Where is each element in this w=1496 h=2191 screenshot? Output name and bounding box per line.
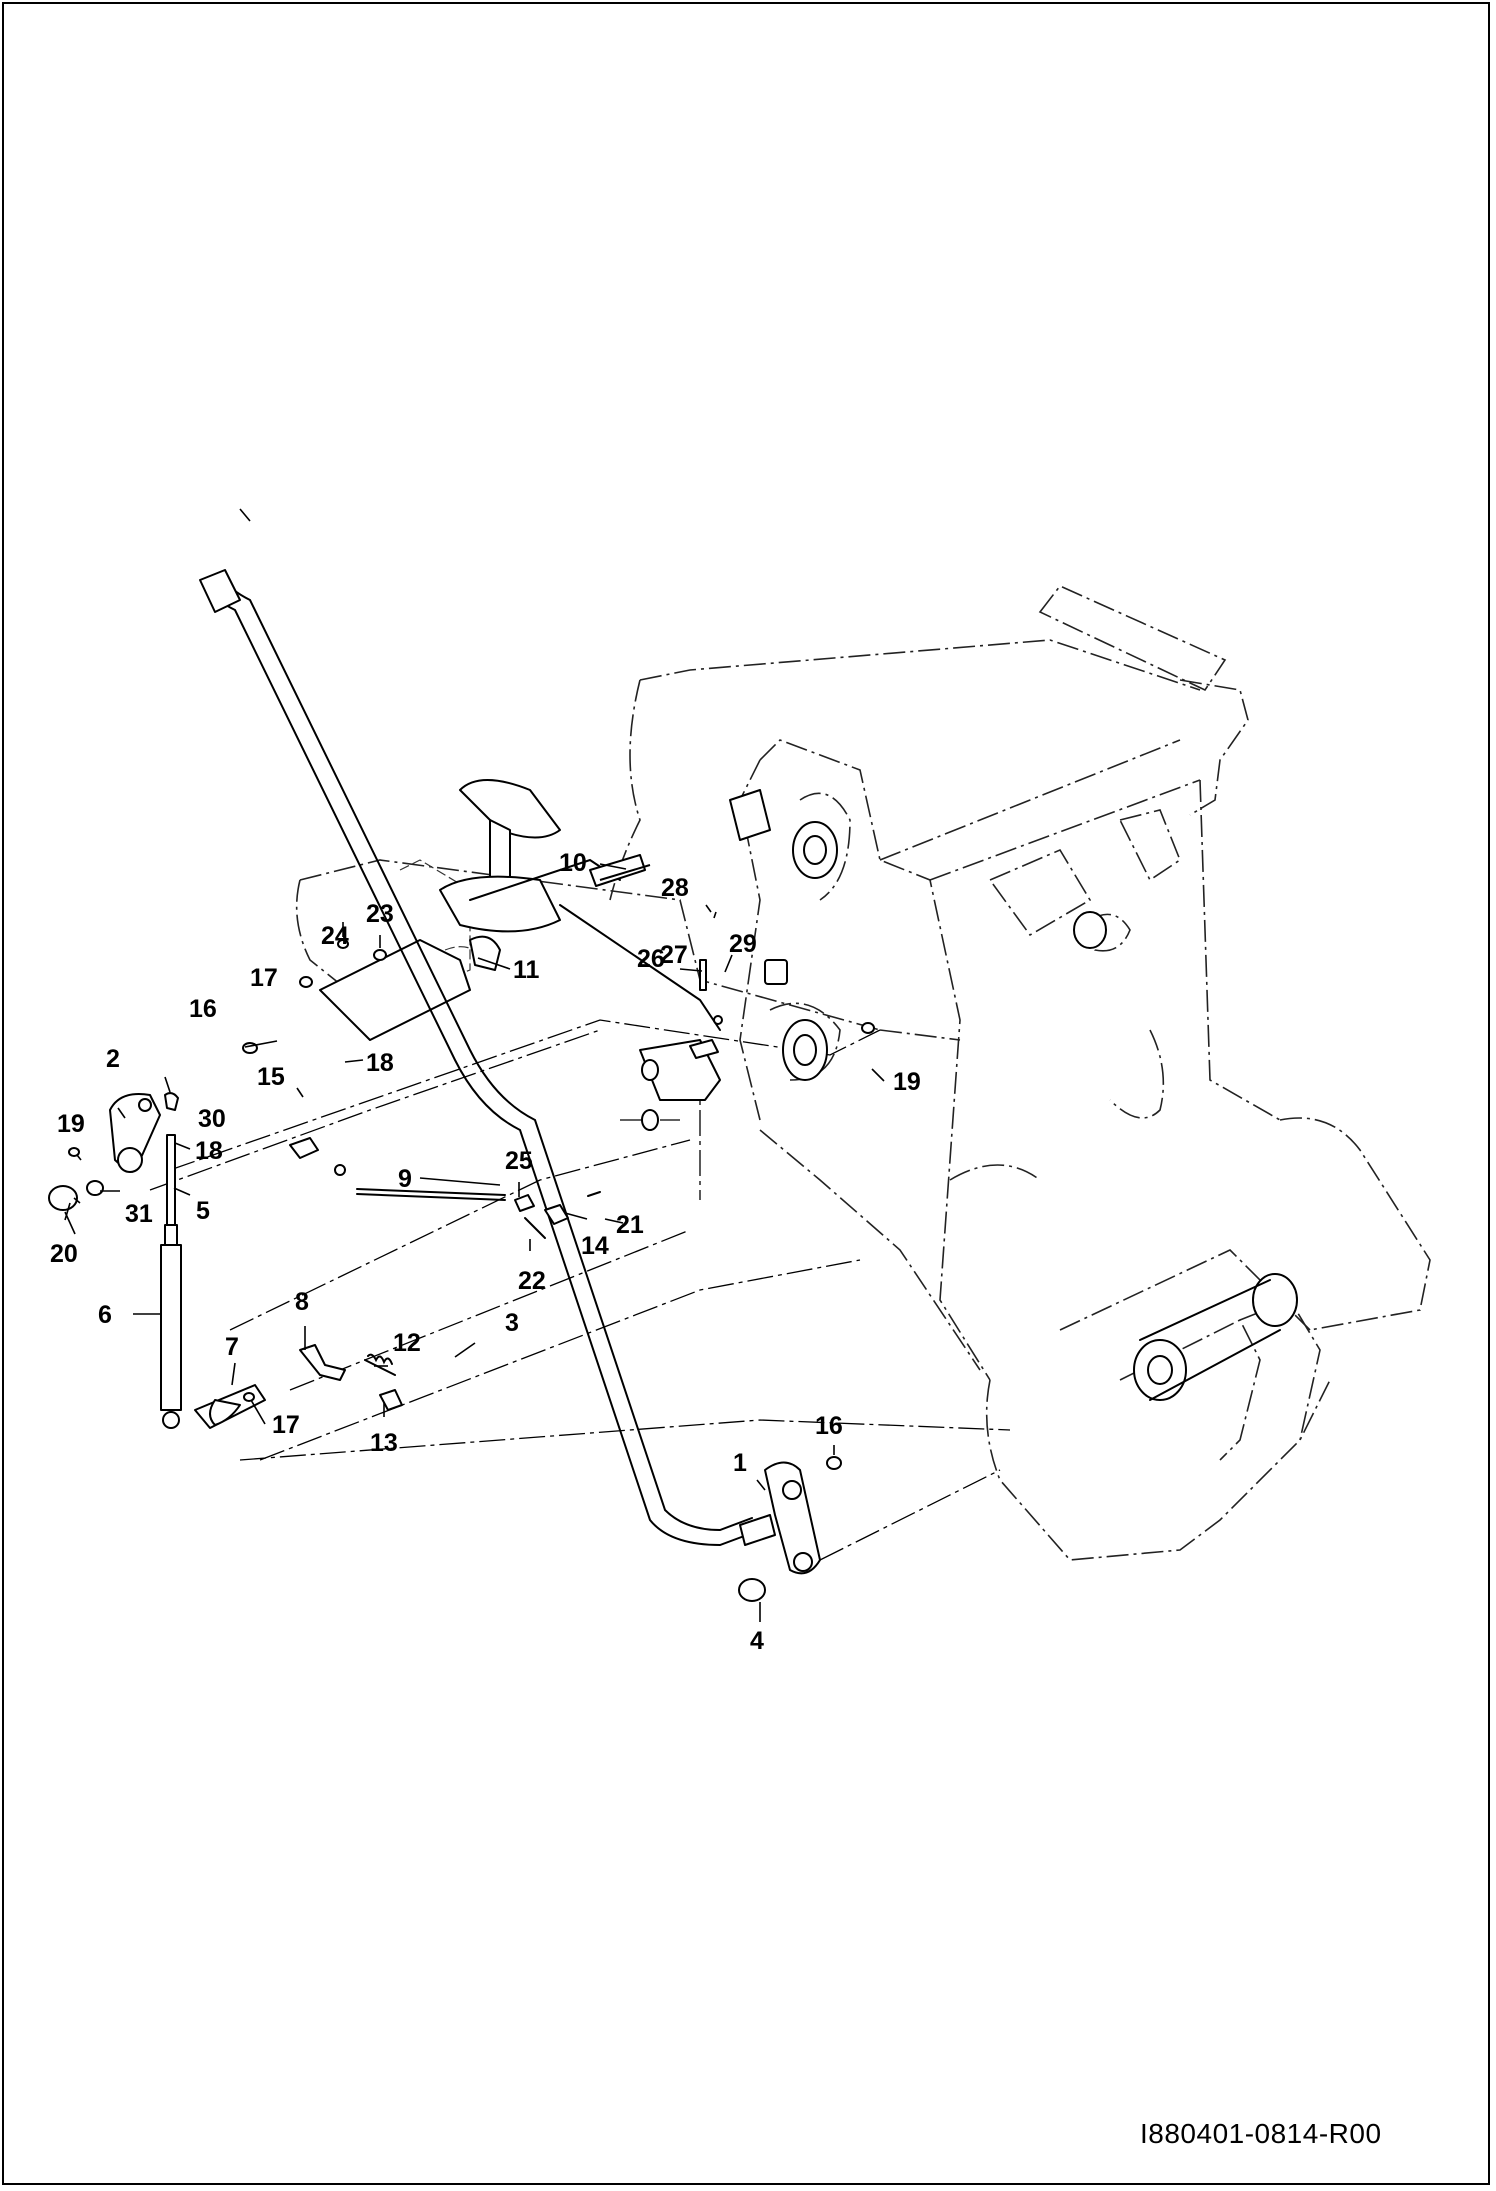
callout-5: 5 — [196, 1197, 210, 1225]
callout-7: 7 — [225, 1333, 239, 1361]
callout-11: 11 — [513, 956, 540, 984]
callout-30: 30 — [198, 1105, 226, 1133]
callout-2: 2 — [106, 1045, 120, 1073]
callout-22: 22 — [518, 1267, 546, 1295]
callout-19b: 19 — [893, 1068, 921, 1096]
callout-4: 4 — [750, 1627, 764, 1655]
callout-10: 10 — [559, 849, 587, 877]
cross-rod — [199, 569, 756, 1547]
leader-lines — [64, 508, 885, 1622]
callout-26: 26 — [637, 945, 665, 973]
assembly-centerlines — [149, 1019, 1011, 1561]
callout-21: 21 — [616, 1211, 644, 1239]
callout-16a: 16 — [189, 995, 217, 1023]
callout-25: 25 — [505, 1147, 533, 1175]
machine-frame-phantom — [295, 585, 1431, 1561]
small-parts — [194, 939, 875, 1429]
callout-18a: 18 — [366, 1049, 394, 1077]
frame-details — [639, 789, 1298, 1401]
callout-17a: 17 — [250, 964, 278, 992]
callout-14: 14 — [581, 1232, 609, 1260]
callout-24: 24 — [321, 922, 349, 950]
callout-31: 31 — [125, 1200, 153, 1228]
callout-13: 13 — [370, 1429, 398, 1457]
callout-15: 15 — [257, 1063, 285, 1091]
callout-20: 20 — [50, 1240, 78, 1268]
callout-9: 9 — [398, 1165, 412, 1193]
callout-12: 12 — [393, 1329, 421, 1357]
callout-17b: 17 — [272, 1411, 300, 1439]
callout-29: 29 — [729, 930, 757, 958]
left-linkage — [48, 1092, 182, 1429]
callout-3: 3 — [505, 1309, 519, 1337]
callout-16b: 16 — [815, 1412, 843, 1440]
callout-27: 27 — [660, 941, 688, 969]
link-plate — [738, 1456, 842, 1602]
callout-18b: 18 — [195, 1137, 223, 1165]
callout-1: 1 — [733, 1449, 747, 1477]
drawing-number: I880401-0814-R00 — [1140, 2118, 1382, 2149]
callout-19a: 19 — [57, 1110, 85, 1138]
callout-6: 6 — [98, 1301, 112, 1329]
callout-28: 28 — [661, 874, 689, 902]
callouts: 1 2 3 4 5 6 7 8 9 10 11 12 13 14 15 16 1… — [50, 849, 921, 1655]
callout-23: 23 — [366, 900, 394, 928]
callout-8: 8 — [295, 1288, 309, 1316]
